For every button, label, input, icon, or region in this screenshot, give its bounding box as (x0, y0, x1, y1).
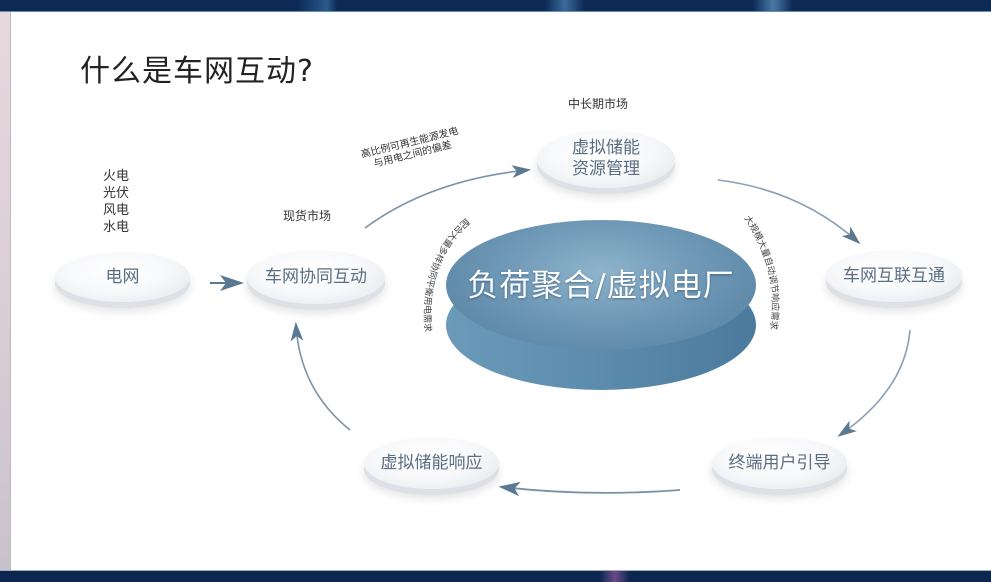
node-grid-label: 电网 (105, 266, 140, 287)
spot-market-label: 现货市场 (283, 209, 332, 223)
node-vess-response-label: 虚拟储能响应 (380, 452, 483, 473)
node-end-user: 终端用户引导 (712, 437, 847, 489)
arrow-interconnect-to-user (837, 329, 911, 437)
bottom-glow (600, 571, 630, 582)
bottom-frame-bar (0, 570, 991, 582)
node-grid: 电网 (55, 252, 190, 302)
center-disc-label: 负荷聚合/虚拟电厂 (467, 268, 735, 304)
arrow-user-to-response (498, 481, 681, 497)
arrow-mgmt-to-interconnect (717, 179, 861, 245)
center-disc-vpp: 负荷聚合/虚拟电厂 (446, 220, 756, 390)
node-end-user-label: 终端用户引导 (728, 452, 831, 473)
node-vess-mgmt-line1: 虚拟储能 (572, 138, 640, 158)
mid-long-market-label: 中长期市场 (568, 97, 629, 111)
node-v2g-interconnect-label: 车网互联互通 (843, 265, 945, 286)
energy-source: 火电 (103, 169, 130, 184)
left-frame-strip (0, 12, 11, 570)
node-v2g-interconnect: 车网互联互通 (826, 250, 962, 302)
node-vess-mgmt-label: 虚拟储能 资源管理 (572, 138, 640, 180)
arrow-coop-to-mgmt (364, 165, 532, 229)
node-vess-mgmt-line2: 资源管理 (572, 159, 640, 179)
slide-title: 什么是车网互动? (80, 54, 314, 89)
energy-source: 风电 (103, 203, 130, 218)
energy-source: 光伏 (103, 186, 130, 201)
node-v2g-coop: 车网协同互动 (247, 250, 385, 304)
node-vess-response: 虚拟储能响应 (364, 437, 499, 489)
center-disc-top (446, 220, 756, 350)
node-v2g-coop-label: 车网协同互动 (265, 266, 367, 287)
top-frame-bar (0, 0, 991, 12)
arrow-response-to-coop (290, 321, 351, 431)
node-vess-mgmt: 虚拟储能 资源管理 (537, 130, 675, 188)
energy-source: 水电 (103, 220, 130, 235)
energy-sources-list: 火电 光伏 风电 水电 (103, 168, 129, 236)
